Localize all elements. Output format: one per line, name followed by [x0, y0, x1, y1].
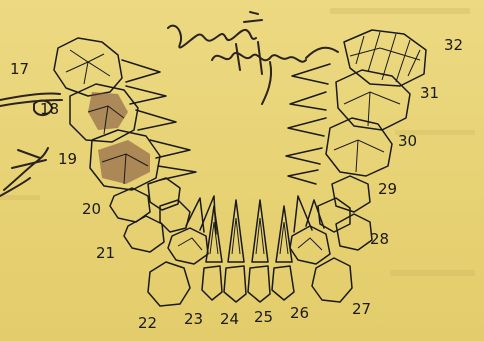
tooth-23 — [202, 206, 222, 300]
label-21: 21 — [96, 244, 115, 262]
tooth-22-crown — [168, 228, 208, 264]
tooth-19 — [90, 130, 160, 190]
tooth-32 — [344, 30, 426, 86]
label-26: 26 — [290, 304, 309, 322]
tooth-28b — [318, 198, 350, 232]
label-30: 30 — [398, 132, 417, 150]
label-17: 17 — [10, 60, 29, 78]
label-27: 27 — [352, 300, 371, 318]
label-25: 25 — [254, 308, 273, 326]
label-28: 28 — [370, 230, 389, 248]
tooth-25 — [248, 200, 270, 302]
tooth-22 — [148, 262, 190, 306]
tooth-26 — [272, 206, 294, 300]
label-32: 32 — [444, 36, 463, 54]
tooth-27 — [312, 258, 352, 302]
tooth-28 — [336, 214, 372, 250]
tooth-27-crown — [290, 226, 330, 264]
label-19: 19 — [58, 150, 77, 168]
right-roots — [286, 64, 330, 184]
tooth-29 — [332, 176, 370, 212]
label-23: 23 — [184, 310, 203, 328]
label-20: 20 — [82, 200, 101, 218]
label-22: 22 — [138, 314, 157, 332]
label-24: 24 — [220, 310, 239, 328]
label-31: 31 — [420, 84, 439, 102]
tooth-number-labels: 17 18 19 20 21 22 23 24 25 26 27 28 29 3… — [10, 36, 463, 332]
tooth-24 — [224, 200, 246, 302]
label-18: 18 — [40, 100, 59, 118]
label-29: 29 — [378, 180, 397, 198]
